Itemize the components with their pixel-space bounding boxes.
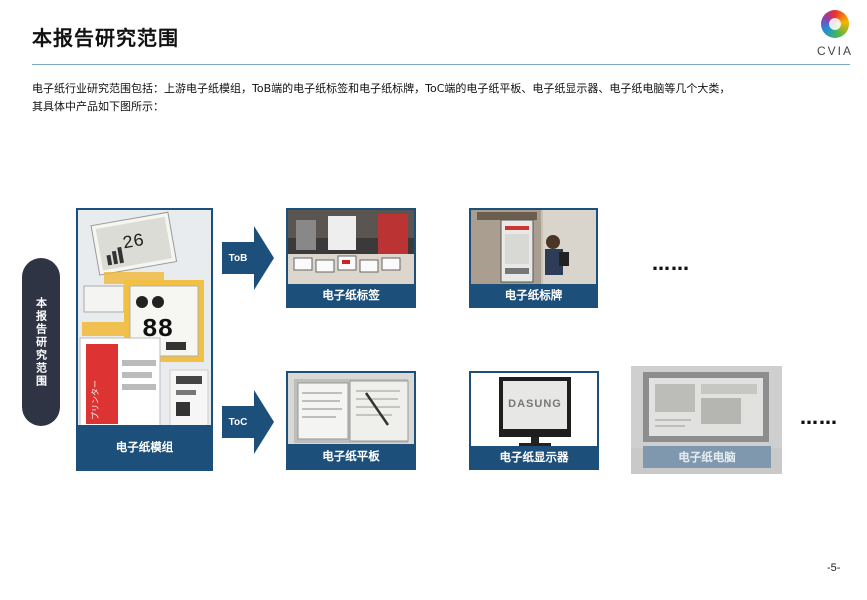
cvia-logo: CVIA (815, 10, 855, 66)
card-epaper-module: 26 88 プリンター 电子纸模组 (76, 208, 213, 471)
card-epaper-signage: 电子纸标牌 (469, 208, 598, 308)
monitor-brand-text: DASUNG (508, 398, 562, 410)
intro-line-1: 电子纸行业研究范围包括：上游电子纸模组，ToB端的电子纸标签和电子纸标牌，ToC… (32, 82, 731, 95)
scope-side-label: 本报告研究范围 (22, 258, 60, 426)
module-photo: 26 88 プリンター (78, 210, 211, 429)
scope-side-label-text: 本报告研究范围 (34, 296, 48, 388)
laptop-photo (631, 366, 782, 448)
toc-arrow: ToC (222, 390, 274, 454)
signage-photo (471, 210, 596, 286)
tob-arrow-label: ToB (228, 252, 248, 264)
card-epaper-monitor: DASUNG 电子纸显示器 (469, 371, 599, 470)
more-tob-ellipsis: …… (652, 254, 690, 275)
card-epaper-label: 电子纸标签 (286, 208, 416, 308)
card-epaper-signage-label: 电子纸标牌 (471, 284, 596, 306)
page-title: 本报告研究范围 (32, 26, 179, 50)
header-divider (32, 64, 850, 65)
toc-arrow-label: ToC (228, 416, 248, 428)
logo-sphere-icon (821, 10, 849, 38)
monitor-photo: DASUNG (471, 373, 597, 448)
card-epaper-label-label: 电子纸标签 (288, 284, 414, 306)
label-tag-photo (288, 210, 414, 286)
page-number: -5- (827, 562, 841, 574)
card-epaper-laptop: 电子纸电脑 (631, 366, 782, 474)
module-small-digits: 26 (121, 231, 146, 254)
tob-arrow: ToB (222, 226, 274, 290)
logo-text: CVIA (816, 44, 853, 58)
card-epaper-tablet: 电子纸平板 (286, 371, 416, 470)
card-epaper-module-label: 电子纸模组 (78, 425, 211, 469)
tablet-photo (288, 373, 414, 446)
card-epaper-laptop-label: 电子纸电脑 (643, 446, 771, 468)
module-red-text: プリンター (91, 380, 100, 420)
card-epaper-tablet-label: 电子纸平板 (288, 444, 414, 468)
card-epaper-monitor-label: 电子纸显示器 (471, 446, 597, 468)
intro-line-2: 其具体中产品如下图所示： (32, 100, 164, 113)
more-toc-ellipsis: …… (800, 408, 838, 429)
intro-paragraph: 电子纸行业研究范围包括：上游电子纸模组，ToB端的电子纸标签和电子纸标牌，ToC… (32, 80, 842, 116)
